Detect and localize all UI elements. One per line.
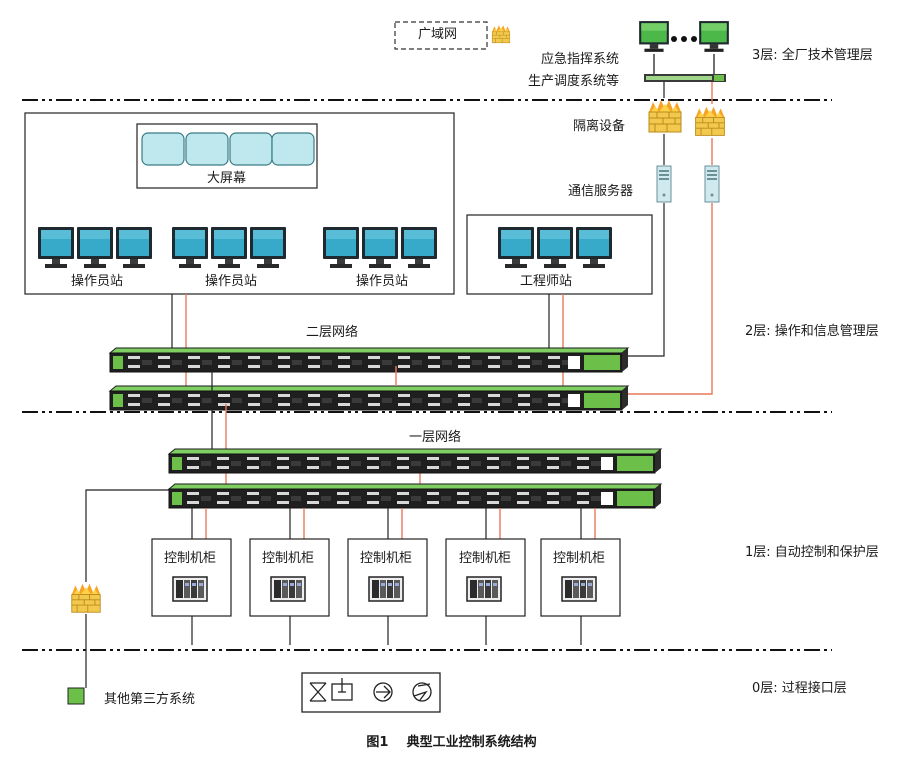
layer1-network-label: 一层网络 [409, 430, 462, 445]
figure-caption: 图1 典型工业控制系统结构 [0, 731, 903, 750]
layer1-label: 1层: 自动控制和保护层 [745, 545, 879, 560]
pump-icon [373, 682, 393, 702]
engineer-station-label: 工程师站 [520, 274, 573, 289]
cabinet-5-label: 控制机柜 [553, 551, 606, 566]
operator-station-2-monitors [172, 227, 286, 268]
plc-icon [561, 576, 597, 602]
wan-box [394, 21, 488, 50]
layer1-switch-a [167, 448, 663, 474]
figure-number: 图1 [366, 735, 389, 750]
control-room-box [24, 112, 455, 295]
layer2-network-label: 二层网络 [306, 325, 359, 340]
emergency-system-label: 应急指挥系统 [541, 52, 620, 67]
isolation-firewall-right-icon [695, 106, 725, 136]
layer2-switch-b [108, 385, 630, 411]
cabinet-2 [249, 508, 330, 645]
layer2-switch-a [108, 347, 630, 373]
comm-server-right-icon [704, 165, 720, 203]
cabinet-4-label: 控制机柜 [459, 551, 512, 566]
big-screen-box [136, 123, 318, 189]
operator-station-1-label: 操作员站 [71, 274, 124, 289]
layer1-switch-b [167, 483, 663, 509]
figure-title: 典型工业控制系统结构 [406, 735, 537, 750]
engineer-station-monitors [498, 227, 612, 268]
wan-firewall-icon [491, 24, 511, 44]
cabinet-5 [540, 508, 621, 645]
control-cabinets [151, 508, 621, 645]
layer0-label: 0层: 过程接口层 [752, 681, 847, 696]
operator-station-3-monitors [323, 227, 437, 268]
comm-server-left-icon [656, 165, 672, 203]
operator-station-1-monitors [38, 227, 152, 268]
big-screen-label: 大屏幕 [207, 171, 247, 186]
comm-server-label: 通信服务器 [568, 184, 634, 199]
actuator-icon [331, 678, 353, 701]
field-devices-box [301, 672, 441, 713]
valve-icon [309, 682, 327, 702]
wan-label: 广域网 [418, 27, 458, 42]
plc-icon [466, 576, 502, 602]
big-screen-panels [141, 132, 315, 166]
third-party-system-icon [67, 687, 85, 705]
cabinet-1 [151, 508, 232, 645]
isolation-label: 隔离设备 [573, 119, 626, 134]
isolation-firewall-left-icon [648, 99, 682, 133]
engineer-station-box [466, 214, 653, 295]
monitor-link-dots [671, 36, 697, 42]
cabinet-3 [347, 508, 428, 645]
top-switch [644, 74, 726, 82]
third-party-firewall-icon [71, 583, 101, 613]
cabinet-2-label: 控制机柜 [262, 551, 315, 566]
plc-icon [172, 576, 208, 602]
plc-icon [368, 576, 404, 602]
emergency-monitor-left [639, 21, 669, 52]
third-party-label: 其他第三方系统 [104, 692, 196, 707]
fan-pump-icon [412, 682, 432, 702]
cabinet-1-label: 控制机柜 [164, 551, 217, 566]
layer2-label: 2层: 操作和信息管理层 [745, 324, 879, 339]
cabinet-3-label: 控制机柜 [360, 551, 413, 566]
layer3-label: 3层: 全厂技术管理层 [752, 48, 873, 63]
operator-station-2-label: 操作员站 [205, 274, 258, 289]
dispatch-system-label: 生产调度系统等 [528, 74, 620, 89]
layer-separators [22, 99, 832, 651]
emergency-monitor-right [699, 21, 729, 52]
plc-icon [270, 576, 306, 602]
operator-station-3-label: 操作员站 [356, 274, 409, 289]
cabinet-4 [445, 508, 526, 645]
